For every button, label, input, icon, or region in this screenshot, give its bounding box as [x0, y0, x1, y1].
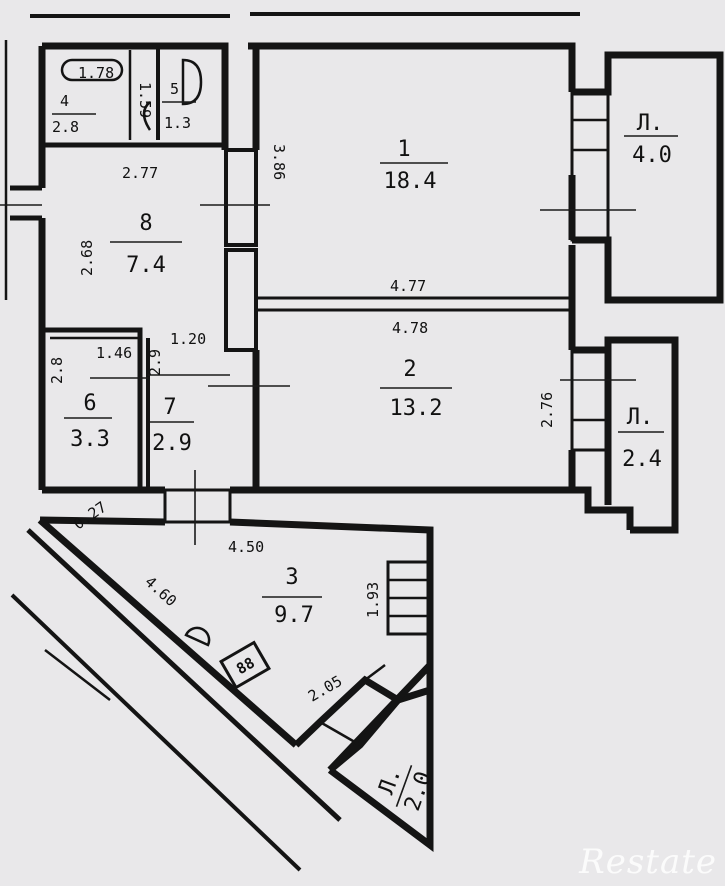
svg-text:2: 2 — [403, 357, 416, 382]
dim-room3-h: 1.93 — [364, 582, 382, 618]
dim-room2-h: 2.76 — [538, 392, 556, 428]
dim-room3-w: 4.50 — [228, 538, 264, 556]
dim-bath-tub: 1.78 — [78, 64, 114, 82]
stove-marker: 88 — [218, 640, 272, 690]
dim-pantry-6-h: 2.8 — [48, 357, 66, 384]
svg-text:7: 7 — [163, 395, 176, 420]
room-5-label: 5 1.3 — [162, 80, 196, 132]
svg-text:3.3: 3.3 — [70, 427, 110, 452]
dim-pantry-7-b: 1.20 — [170, 330, 206, 348]
svg-text:13.2: 13.2 — [390, 396, 443, 421]
svg-text:4.0: 4.0 — [632, 143, 672, 168]
dim-partition-top: 4.77 — [390, 277, 426, 295]
svg-text:1: 1 — [397, 137, 410, 162]
room-1-label: 1 18.4 — [380, 137, 448, 194]
balcony-2-label: Л. 2.4 — [618, 405, 664, 472]
svg-text:6: 6 — [83, 391, 96, 416]
svg-text:2.9: 2.9 — [152, 431, 192, 456]
svg-text:4: 4 — [60, 92, 69, 110]
svg-text:88: 88 — [233, 654, 258, 679]
room-7-label: 7 2.9 — [150, 395, 194, 456]
balcony-3-label: Л. 2.0 — [374, 764, 437, 814]
svg-text:3: 3 — [285, 565, 298, 590]
dim-partition-bottom: 4.78 — [392, 319, 428, 337]
room-6-label: 6 3.3 — [64, 391, 112, 452]
svg-text:5: 5 — [170, 80, 179, 98]
top-border — [4, 12, 580, 300]
svg-text:Л.: Л. — [637, 111, 664, 136]
room-4-label: 4 2.8 — [52, 92, 96, 136]
room-3-label: 3 9.7 — [262, 565, 322, 628]
room-2-label: 2 13.2 — [380, 357, 452, 421]
svg-text:2.8: 2.8 — [52, 118, 79, 136]
dim-wall-mid: 3.86 — [270, 144, 288, 180]
dim-pantry-7-a: 2.9 — [146, 349, 164, 376]
svg-text:7.4: 7.4 — [126, 253, 166, 278]
room-8-label: 8 7.4 — [110, 211, 182, 278]
svg-text:9.7: 9.7 — [274, 603, 314, 628]
dimension-labels: 1.78 1.59 2.77 2.68 3.86 4.77 4.78 1.46 … — [48, 64, 556, 705]
svg-text:Л.: Л. — [627, 405, 654, 430]
walls — [10, 42, 724, 872]
dim-hall-depth: 2.68 — [78, 240, 96, 276]
passage-marks — [0, 58, 636, 647]
svg-text:1.3: 1.3 — [164, 114, 191, 132]
dim-hall-width: 2.77 — [122, 164, 158, 182]
dim-room3-diag: 4.60 — [141, 573, 180, 611]
restate-watermark: Restate — [579, 842, 717, 882]
dim-pantry-6-w: 1.46 — [96, 344, 132, 362]
svg-text:2.4: 2.4 — [622, 447, 662, 472]
dim-room3-corner: 0.27 — [70, 498, 110, 533]
svg-text:18.4: 18.4 — [384, 169, 437, 194]
svg-text:8: 8 — [139, 211, 152, 236]
balcony-1-label: Л. 4.0 — [624, 111, 678, 168]
dim-bath-height: 1.59 — [136, 82, 154, 118]
